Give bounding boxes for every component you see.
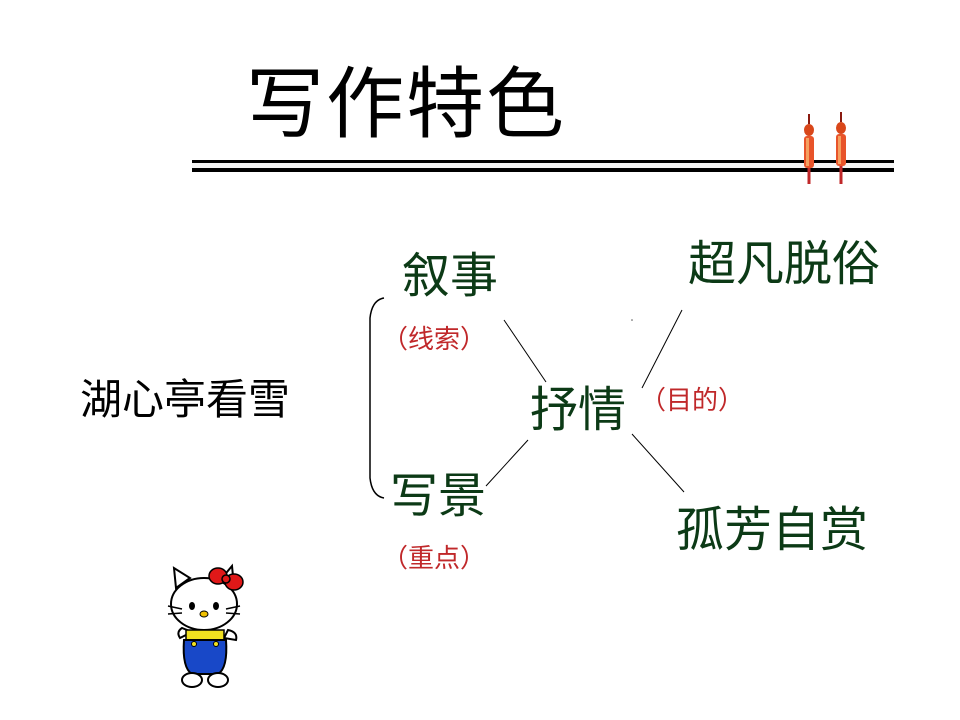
node-outcome-top: 超凡脱俗 (688, 236, 881, 292)
divider-line-top (192, 160, 894, 163)
kitty-bow (208, 567, 244, 591)
firecracker-icon (804, 112, 846, 184)
connector-scenery-emotion (485, 439, 529, 487)
firecracker-right (836, 112, 846, 184)
left-brace (369, 297, 385, 499)
kitty-body (177, 626, 238, 688)
note-scenery: （重点） (382, 544, 487, 574)
divider-gap (192, 163, 894, 168)
node-scenery: 写景 (390, 468, 487, 524)
node-emotion: 抒情 (530, 382, 627, 438)
title-divider (192, 160, 894, 173)
note-emotion: （目的） (640, 386, 745, 416)
connector-emotion-top (641, 309, 683, 389)
connector-narrative-emotion (503, 319, 547, 383)
connector-dot (631, 319, 633, 321)
connector-emotion-bottom (631, 433, 685, 493)
main-topic: 湖心亭看雪 (80, 375, 291, 424)
divider-line-bottom (192, 168, 894, 172)
node-outcome-bottom: 孤芳自赏 (676, 502, 869, 558)
hello-kitty-figure (167, 563, 244, 688)
node-narrative: 叙事 (402, 248, 499, 304)
page-title: 写作特色 (246, 60, 567, 150)
note-narrative: （线索） (382, 325, 487, 355)
firecracker-left (804, 114, 814, 184)
